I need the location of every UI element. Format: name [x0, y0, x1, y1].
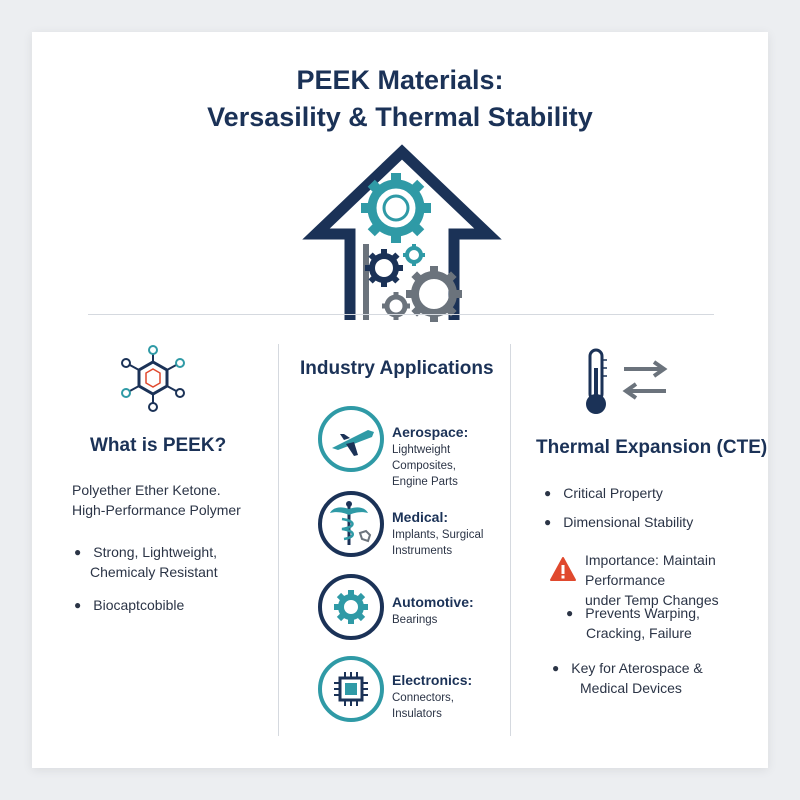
- gear-icon: [365, 249, 403, 287]
- application-medical: Medical: Implants, Surgical Instruments: [316, 489, 516, 559]
- list-item: ●Dimensional Stability: [544, 514, 694, 530]
- application-electronics: Electronics: Connectors, Insulators: [316, 654, 516, 724]
- bullet-icon: ●: [544, 486, 552, 500]
- list-item: ●Key for Aterospace & Medical Devices: [552, 660, 703, 696]
- bullet-icon: ●: [552, 661, 560, 675]
- list-item: ●Strong, Lightweight, Chemicaly Resistan…: [74, 544, 218, 580]
- bullet-icon: ●: [74, 598, 82, 612]
- gear-icon: [382, 292, 410, 320]
- infographic-card: PEEK Materials: Versasility & Thermal St…: [32, 32, 768, 768]
- horizontal-divider: [88, 314, 714, 315]
- gear-icon: [318, 574, 384, 640]
- description-line: High-Performance Polymer: [72, 502, 241, 518]
- application-aerospace: Aerospace: Lightweight Composites, Engin…: [316, 404, 516, 488]
- thermal-expansion-heading: Thermal Expansion (CTE): [536, 437, 768, 458]
- description-line: Polyether Ether Ketone.: [72, 482, 221, 498]
- importance-note: Importance: Maintain Performance under T…: [585, 552, 719, 608]
- list-item: ●Prevents Warping, Cracking, Failure: [566, 605, 700, 641]
- caduceus-icon: [318, 491, 384, 557]
- page-title: PEEK Materials: Versasility & Thermal St…: [32, 62, 768, 136]
- molecule-icon: [121, 345, 185, 412]
- gear-icon: [361, 173, 431, 243]
- bullet-icon: ●: [566, 606, 574, 620]
- what-is-peek-heading: What is PEEK?: [90, 435, 227, 456]
- airplane-icon: [318, 406, 384, 472]
- exchange-arrows-icon: [622, 360, 668, 400]
- title-line-2: Versasility & Thermal Stability: [207, 102, 593, 132]
- chip-icon: [318, 656, 384, 722]
- bullet-icon: ●: [74, 545, 82, 559]
- gear-icon: [403, 244, 425, 266]
- thermometer-icon: [586, 348, 607, 414]
- house-arrow-gears-icon: [302, 144, 502, 322]
- column-divider: [510, 344, 511, 736]
- peek-description: Polyether Ether Ketone. High-Performance…: [72, 480, 241, 520]
- gear-icon: [406, 266, 462, 322]
- application-automotive: Automotive: Bearings: [316, 572, 516, 642]
- column-divider: [278, 344, 279, 736]
- list-item: ●Biocaptcobible: [74, 597, 185, 613]
- industry-applications-heading: Industry Applications: [300, 358, 494, 379]
- bullet-icon: ●: [544, 515, 552, 529]
- list-item: ●Critical Property: [544, 485, 663, 501]
- title-line-1: PEEK Materials:: [296, 65, 504, 95]
- warning-icon: [550, 557, 576, 581]
